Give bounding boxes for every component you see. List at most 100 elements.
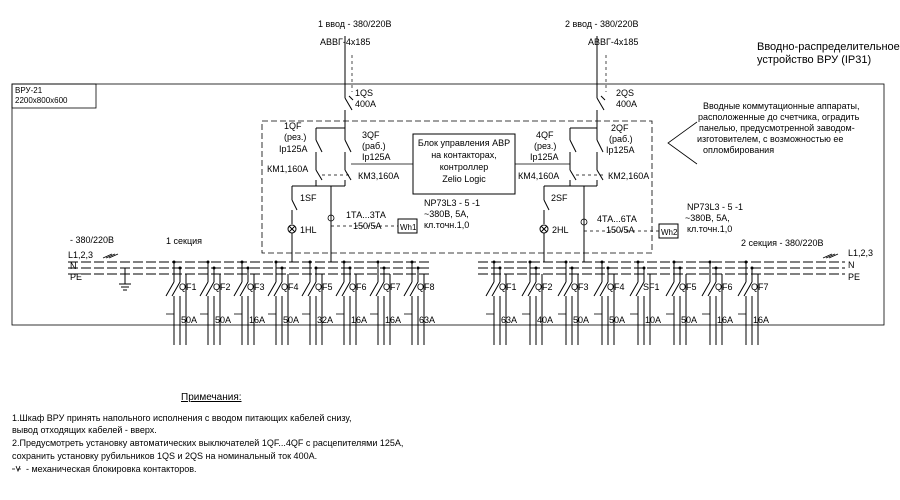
feeder-left-2: QF2 50А [199, 260, 231, 345]
contactor-km1-label: КМ1,160А [267, 164, 308, 174]
ct-left-label: 1ТА...3ТА [346, 210, 386, 220]
feeder-left-2-name: QF2 [213, 282, 231, 292]
device-title-line1: Вводно-распределительное [757, 41, 900, 53]
svg-text:N: N [848, 260, 855, 270]
contactor-km1 [315, 169, 323, 181]
bus-left-section: 1 секция [166, 236, 202, 246]
breaker-4qf-label: 4QF [536, 130, 554, 140]
ct-right-ratio: 150/5А [606, 225, 635, 235]
feeder-right-3-name: QF3 [571, 282, 589, 292]
svg-text:кл.точн.1,0: кл.точн.1,0 [687, 224, 732, 234]
svg-text:опломбирования: опломбирования [703, 145, 774, 155]
feeder-right-5-name: SF1 [643, 282, 660, 292]
feeder-right-2-name: QF2 [535, 282, 553, 292]
note-2: 2.Предусмотреть установку автоматических… [12, 438, 403, 448]
note-1: 1.Шкаф ВРУ принять напольного исполнения… [12, 413, 352, 423]
contactor-km4 [569, 169, 577, 181]
switch-1qs-blade [344, 97, 353, 111]
meter-wh1-label: Wh1 [400, 223, 417, 232]
feeder-left-8-rating: 63А [419, 315, 435, 325]
breaker-3qf [344, 139, 352, 153]
meter-wh1-name: NP73L3 - 5 -1 [424, 198, 480, 208]
breaker-1qf-label: 1QF [284, 121, 302, 131]
contactor-km2-label: КМ2,160А [608, 171, 649, 181]
feeder-right-6-name: QF5 [679, 282, 697, 292]
input-2-title: 2 ввод - 380/220В [565, 19, 639, 29]
breaker-2sf-label: 2SF [551, 193, 568, 203]
input-2-cable: АВВГ-4х185 [588, 37, 638, 47]
breaker-2sf [543, 199, 550, 211]
feeder-left-5-rating: 32А [317, 315, 333, 325]
breaker-1sf [291, 199, 298, 211]
busbar-right [478, 261, 845, 275]
feeders-right: QF163АQF240АQF350АQF450АSF110АQF550АQF61… [485, 260, 769, 345]
feeder-right-4: QF4 50А [593, 260, 625, 345]
svg-text:PE: PE [848, 272, 860, 282]
feeder-right-3-rating: 50А [573, 315, 589, 325]
feeder-right-4-rating: 50А [609, 315, 625, 325]
switch-2qs-label: 2QS [616, 88, 634, 98]
feeder-right-8: QF7 16А [737, 260, 769, 345]
note-interlock: - механическая блокировка контакторов. [26, 464, 197, 474]
feeder-left-4-name: QF4 [281, 282, 299, 292]
svg-text:~380В, 5А,: ~380В, 5А, [685, 213, 730, 223]
feeder-right-8-rating: 16А [753, 315, 769, 325]
svg-text:(раб.): (раб.) [362, 141, 386, 151]
svg-text:панелью, предусмотренной завод: панелью, предусмотренной заводом- [699, 123, 855, 133]
svg-text:Ip125А: Ip125А [606, 145, 635, 155]
contactor-km3-label: КМ3,160А [358, 171, 399, 181]
feeder-right-4-name: QF4 [607, 282, 625, 292]
feeder-left-1-rating: 50А [181, 315, 197, 325]
feeder-left-2-rating: 50А [215, 315, 231, 325]
svg-text:(рез.): (рез.) [284, 132, 306, 142]
feeder-left-5-name: QF5 [315, 282, 333, 292]
breaker-2qf [596, 139, 604, 153]
meter-wh2-label: Wh2 [661, 228, 678, 237]
feeder-right-1: QF1 63А [485, 260, 517, 345]
sealed-panel-area [261, 120, 653, 254]
breaker-4qf [569, 139, 577, 153]
feeders-left: QF150АQF250АQF316АQF450АQF532АQF616АQF71… [165, 260, 435, 345]
feeder-left-4-rating: 50А [283, 315, 299, 325]
svg-text:контроллер: контроллер [440, 162, 488, 172]
feeder-left-3-name: QF3 [247, 282, 265, 292]
feeder-right-1-name: QF1 [499, 282, 517, 292]
bus-right-phases: L1,2,3 [848, 248, 873, 258]
cabinet-frame [11, 83, 885, 326]
feeder-right-7: QF6 16А [701, 260, 733, 345]
note-2-cont: сохранить установку рубильников 1QS и 2Q… [12, 451, 317, 461]
switch-1qs-rating: 400А [355, 99, 376, 109]
bus-left-phases: L1,2,3 [68, 250, 93, 260]
breaker-2qf-label: 2QF [611, 123, 629, 133]
ct-right-label: 4ТА...6ТА [597, 214, 637, 224]
feeder-right-1-rating: 63А [501, 315, 517, 325]
switch-1qs-label: 1QS [355, 88, 373, 98]
feeder-left-7-rating: 16А [385, 315, 401, 325]
svg-text:Ip125А: Ip125А [530, 152, 559, 162]
feeder-left-6-rating: 16А [351, 315, 367, 325]
feeder-right-6: QF5 50А [665, 260, 697, 345]
note-line-1: Вводные коммутационные аппараты, [703, 101, 860, 111]
svg-text:(раб.): (раб.) [609, 134, 633, 144]
feeder-left-4: QF4 50А [267, 260, 299, 345]
feeder-right-8-name: QF7 [751, 282, 769, 292]
feeder-right-7-name: QF6 [715, 282, 733, 292]
cabinet-size: 2200х800х600 [15, 96, 68, 105]
bus-right-section: 2 секция - 380/220В [741, 238, 824, 248]
feeder-right-6-rating: 50А [681, 315, 697, 325]
svg-text:расположенные до счетчика, огр: расположенные до счетчика, оградить [698, 112, 860, 122]
busbar-left [68, 261, 432, 275]
notes-title: Примечания: [181, 392, 242, 403]
lamp-1hl-label: 1HL [300, 225, 317, 235]
feeder-right-7-rating: 16А [717, 315, 733, 325]
avr-line-1: Блок управления АВР [418, 138, 510, 148]
svg-text:Ip125А: Ip125А [362, 152, 391, 162]
feeder-left-5: QF5 32А [301, 260, 333, 345]
breaker-1qf [315, 139, 323, 153]
